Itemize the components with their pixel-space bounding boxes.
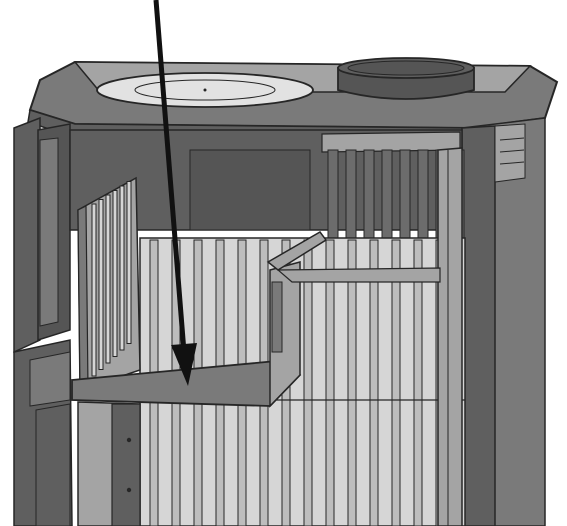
ash-tray-shelf [71, 231, 441, 408]
down-arrow-icon [153, 0, 197, 386]
panel-rib [325, 239, 335, 526]
grate-rib [98, 199, 104, 370]
lower-left-side-panel [77, 401, 141, 526]
left-grate-frame [77, 176, 141, 392]
flue-collar [337, 57, 475, 100]
grate-rib [105, 194, 111, 364]
grate-rib [119, 185, 125, 351]
panel-rib [369, 239, 379, 526]
panel-rib [391, 239, 401, 526]
hot-plate [96, 72, 314, 108]
panel-rib [413, 239, 423, 526]
right-support-channel [437, 147, 463, 526]
grate-rib [126, 181, 132, 344]
right-side-frame [461, 117, 546, 526]
grate-rib [91, 203, 97, 377]
panel-rib [303, 239, 313, 526]
left-side-frame [13, 116, 73, 526]
grate-rib [112, 190, 118, 357]
panel-rib [347, 239, 357, 526]
